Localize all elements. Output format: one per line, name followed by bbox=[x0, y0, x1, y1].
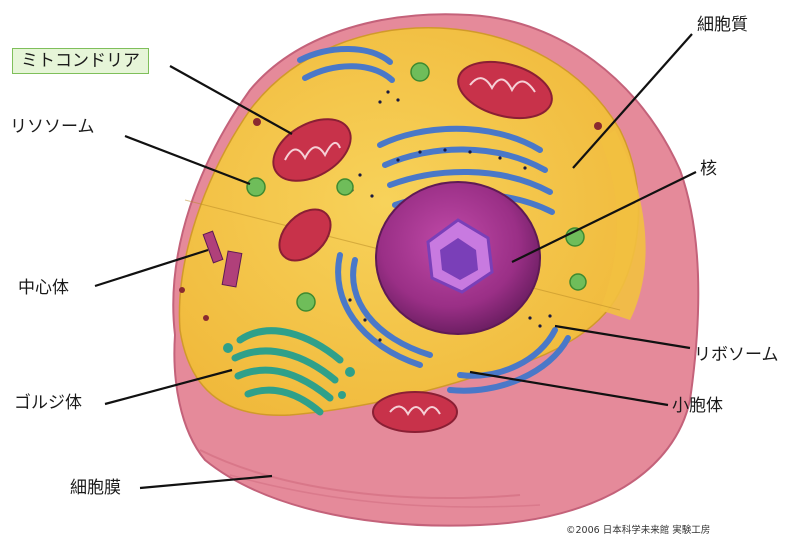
label-golgi: ゴルジ体 bbox=[14, 393, 82, 413]
label-cytoplasm: 細胞質 bbox=[697, 15, 748, 35]
label-cell-membrane: 細胞膜 bbox=[70, 478, 121, 498]
label-vesicle: 小胞体 bbox=[672, 396, 723, 416]
label-ribosome: リボソーム bbox=[694, 345, 779, 365]
label-nucleus: 核 bbox=[700, 159, 717, 179]
label-centrosome: 中心体 bbox=[18, 278, 69, 298]
label-lysosome: リソソーム bbox=[10, 117, 95, 137]
copyright: ©2006 日本科学未来館 実験工房 bbox=[566, 522, 710, 536]
label-mitochondria: ミトコンドリア bbox=[12, 48, 149, 74]
